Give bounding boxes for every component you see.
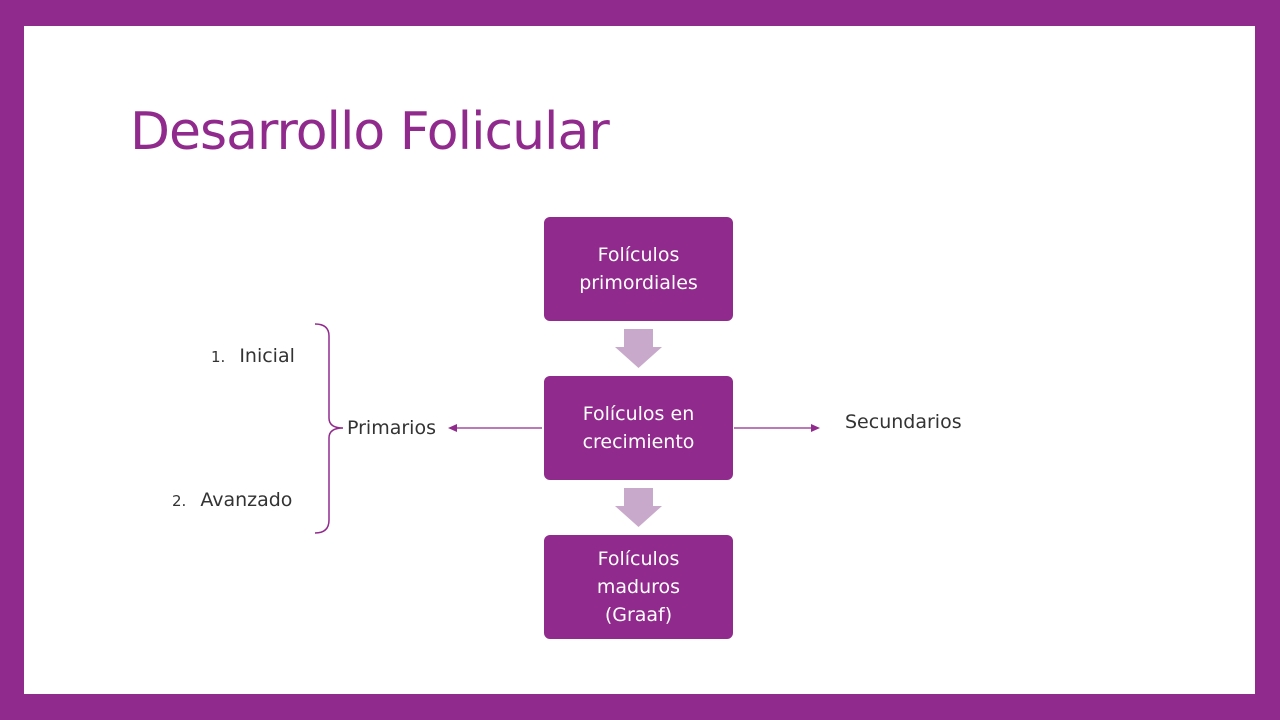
stage-maduros-line1: Folículos — [597, 548, 680, 570]
stage-crecimiento-line1: Folículos en — [582, 403, 695, 425]
stage-primordiales-line1: Folículos — [597, 244, 680, 266]
stage-crecimiento-line2: crecimiento — [582, 431, 695, 453]
stage-maduros-line2: maduros — [596, 576, 681, 598]
stage-primordiales-line2: primordiales — [579, 272, 698, 294]
stage-primordiales-box: Folículos primordiales — [544, 217, 733, 321]
branch-label-primarios: Primarios — [347, 417, 436, 439]
stage-maduros-line3: (Graaf) — [604, 604, 673, 626]
subtype-item-inicial: 1. Inicial — [211, 344, 295, 369]
subtype-label: Inicial — [239, 345, 295, 367]
slide-title: Desarrollo Folicular — [130, 102, 610, 162]
branch-label-secundarios: Secundarios — [845, 411, 962, 433]
subtype-item-avanzado: 2. Avanzado — [172, 488, 292, 513]
stage-maduros-box: Folículos maduros (Graaf) — [544, 535, 733, 639]
subtype-label: Avanzado — [200, 489, 293, 511]
subtype-number: 2. — [172, 492, 187, 510]
subtype-number: 1. — [211, 348, 226, 366]
stage-crecimiento-box: Folículos en crecimiento — [544, 376, 733, 480]
